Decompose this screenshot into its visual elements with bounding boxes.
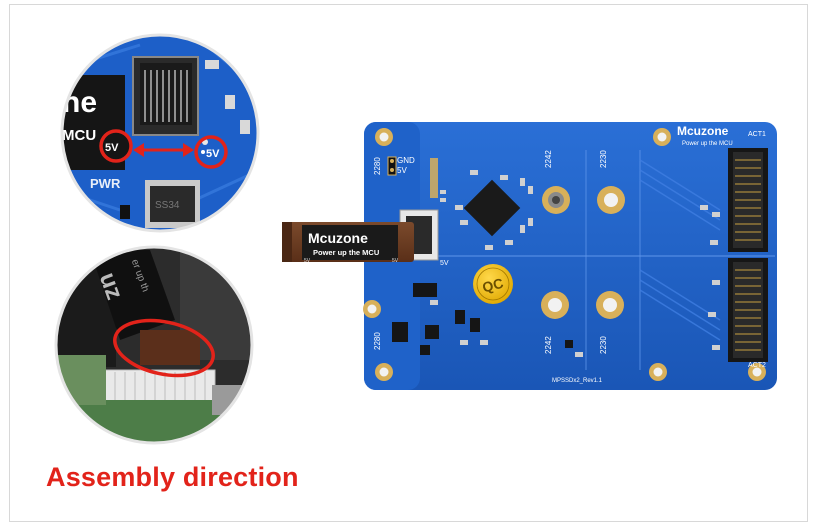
right-5v-label: 5V	[206, 148, 220, 160]
bottom-inset: uz er up th	[54, 245, 254, 445]
header-gnd-label: GND	[397, 156, 415, 165]
header-5v-label: 5V	[397, 166, 407, 175]
board-revision: MPSSDx2_Rev1.1	[552, 378, 603, 384]
size-2242-bottom: 2242	[544, 336, 553, 354]
act1-label: ACT1	[748, 131, 766, 138]
size-2280-bottom: 2280	[373, 332, 382, 350]
cable-5v-left: 5V	[304, 258, 311, 264]
cable-tagline: Power up the MCU	[313, 248, 379, 257]
cable-logo: Mcuzone	[308, 230, 368, 246]
inset-pwr-label: PWR	[90, 176, 121, 191]
qc-label: QC	[481, 275, 505, 296]
act2-label: ACT2	[748, 362, 766, 369]
top-inset: ne MCU PWR SS34 5	[60, 33, 260, 233]
m2-standoffs	[541, 186, 625, 319]
smd-components	[430, 170, 720, 357]
inset-chip-label: SS34	[155, 200, 180, 211]
assembly-caption: Assembly direction	[46, 462, 299, 492]
size-2230-bottom: 2230	[599, 336, 608, 354]
left-5v-label: 5V	[105, 142, 119, 154]
size-2280-top: 2280	[373, 157, 382, 175]
m2-slot-bottom	[728, 258, 768, 362]
inset-mcu-fragment: MCU	[62, 127, 96, 144]
size-2230-top: 2230	[599, 150, 608, 168]
cable-5v-right: 5V	[392, 258, 399, 264]
right-5v-marker	[194, 135, 228, 169]
board-connector-5v: 5V	[440, 260, 449, 267]
m2-slot-top	[728, 148, 768, 252]
mounting-holes	[363, 128, 766, 381]
board-tagline: Power up the MCU	[682, 141, 733, 147]
ics-and-inductors	[392, 283, 573, 355]
pin-header	[430, 158, 438, 198]
size-2242-top: 2242	[544, 150, 553, 168]
adapter-board: ACT1 ACT2 Mcuzone Power up the MCU GND 5…	[363, 122, 777, 390]
connection-highlight-marker	[113, 318, 215, 378]
qc-sticker: QC	[473, 264, 513, 304]
board-logo: Mcuzone	[677, 124, 729, 138]
direction-arrow-icon	[133, 143, 194, 157]
flex-cable: Mcuzone Power up the MCU 5V 5V	[282, 222, 414, 264]
left-5v-marker	[99, 129, 133, 163]
